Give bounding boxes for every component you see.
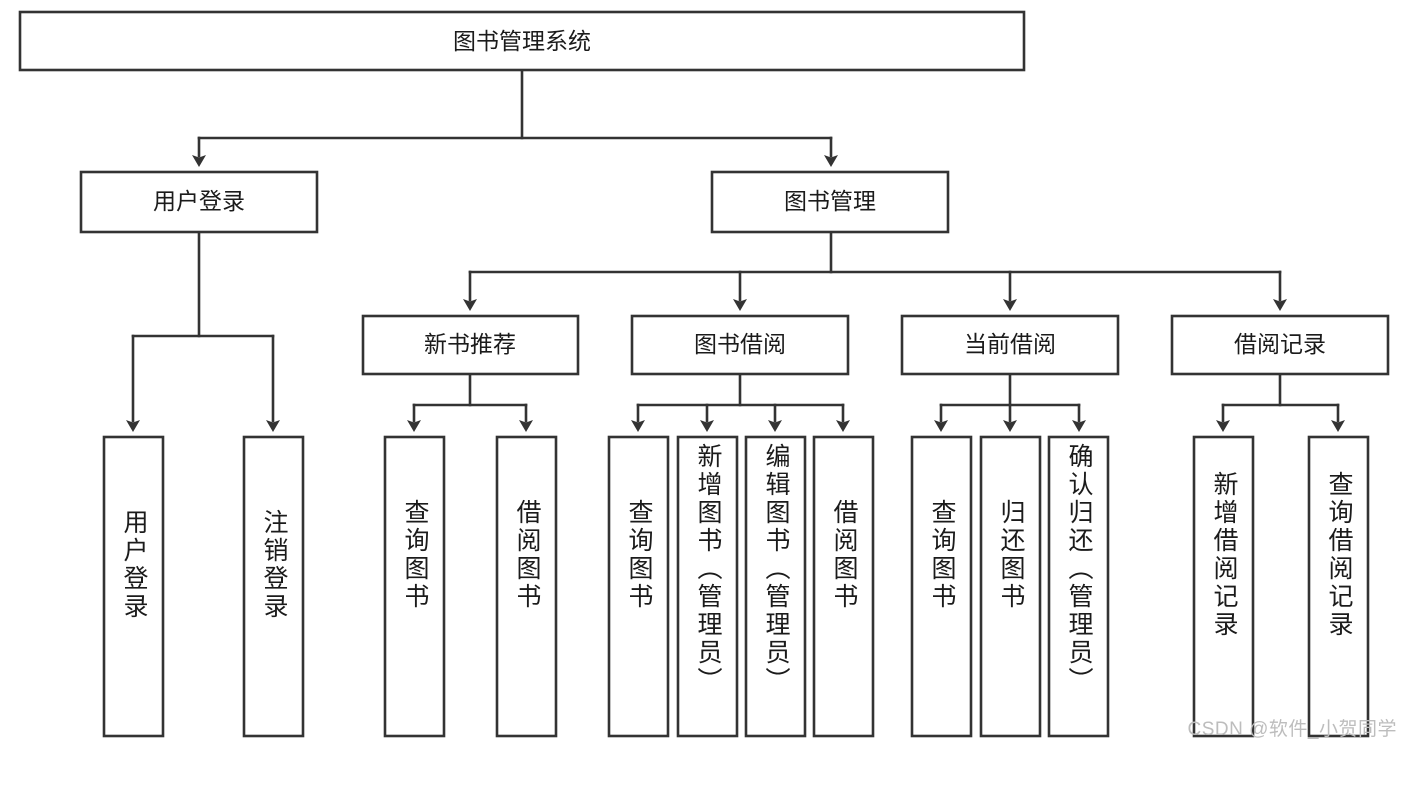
leaf-node-borrow-book[interactable] — [812, 435, 875, 738]
watermark: CSDN @软件_小贺同学 — [1187, 719, 1397, 740]
leaf-node-user-login[interactable] — [102, 435, 165, 738]
leaf-node-query-book-rec[interactable] — [383, 435, 446, 738]
node-root[interactable]: 图书管理系统 — [18, 10, 1026, 72]
connector-newbook-to-leaves — [407, 372, 533, 432]
leaf-node-add-borrow-record[interactable] — [1192, 435, 1255, 738]
connector-root-to-level2 — [192, 68, 838, 167]
leaf-node-logout[interactable] — [242, 435, 305, 738]
leaf-node-query-book-current[interactable] — [910, 435, 973, 738]
leaf-node-query-borrow-record[interactable] — [1307, 435, 1370, 738]
node-root-label: 图书管理系统 — [453, 28, 591, 54]
connector-borrowrecord-to-leaves — [1216, 372, 1345, 432]
flowchart-svg: 图书管理系统 用户登录 图书管理 新书推荐 图书借阅 当前借阅 借阅记录 — [18, 10, 1390, 738]
node-book-management-label: 图书管理 — [784, 188, 876, 214]
node-new-book-recommend-label: 新书推荐 — [424, 331, 516, 357]
connector-currentborrow-to-leaves — [934, 372, 1086, 432]
connector-bookmgmt-to-level3 — [463, 230, 1287, 311]
node-borrow-record[interactable]: 借阅记录 — [1170, 314, 1390, 376]
leaf-node-return-book[interactable] — [979, 435, 1042, 738]
leaf-node-edit-book-admin[interactable] — [744, 435, 807, 738]
node-current-borrow[interactable]: 当前借阅 — [900, 314, 1120, 376]
leaf-node-confirm-return-admin[interactable] — [1047, 435, 1110, 738]
leaf-node-query-book-borrow[interactable] — [607, 435, 670, 738]
node-user-login[interactable]: 用户登录 — [79, 170, 319, 234]
node-current-borrow-label: 当前借阅 — [964, 331, 1056, 357]
flowchart-canvas: 图书管理系统 用户登录 图书管理 新书推荐 图书借阅 当前借阅 借阅记录 — [18, 10, 1397, 740]
node-new-book-recommend[interactable]: 新书推荐 — [361, 314, 580, 376]
node-book-management[interactable]: 图书管理 — [710, 170, 950, 234]
connector-userlogin-to-leaves — [126, 230, 280, 432]
leaf-node-add-book-admin[interactable] — [676, 435, 739, 738]
leaf-node-borrow-book-rec[interactable] — [495, 435, 558, 738]
node-book-borrow[interactable]: 图书借阅 — [630, 314, 850, 376]
node-user-login-label: 用户登录 — [153, 188, 245, 214]
node-book-borrow-label: 图书借阅 — [694, 331, 786, 357]
connector-bookborrow-to-leaves — [631, 372, 850, 432]
node-borrow-record-label: 借阅记录 — [1234, 331, 1326, 357]
